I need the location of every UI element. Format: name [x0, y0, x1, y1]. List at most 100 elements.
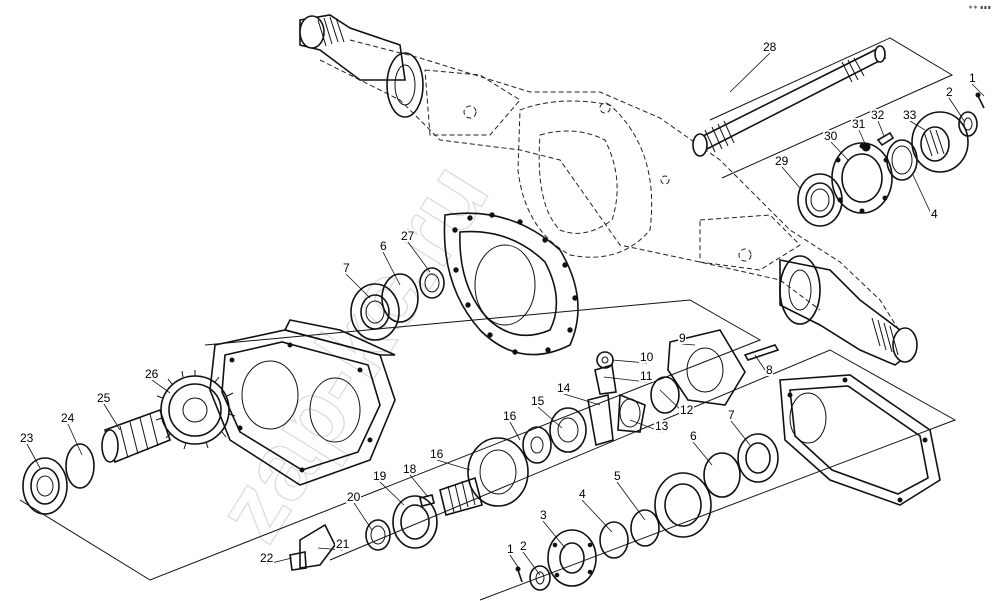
callout-label-c9: 9	[679, 331, 686, 345]
callout-label-c22: 22	[260, 551, 274, 565]
callout-bg-c32	[870, 109, 885, 121]
callout-label-c13: 13	[655, 419, 669, 433]
callout-leader-c33	[909, 120, 926, 131]
callout-label-c28: 28	[763, 40, 777, 54]
callout-label-c33: 33	[903, 108, 917, 122]
callout-bg-c6a	[379, 240, 387, 252]
callout-bg-c1a	[968, 72, 976, 84]
callout-bg-c18	[402, 463, 417, 475]
callout-bg-c1b	[506, 543, 514, 555]
callout-label-c2b: 2	[520, 539, 527, 553]
callout-bg-c16b	[429, 448, 444, 460]
callout-label-c24: 24	[61, 411, 75, 425]
callout-label-c3: 3	[540, 508, 547, 522]
callout-leader-c30	[830, 141, 849, 161]
callout-label-c29: 29	[775, 154, 789, 168]
callout-bg-c7a	[342, 262, 350, 274]
callout-leader-c6a	[382, 251, 401, 286]
callout-label-c11: 11	[640, 369, 653, 383]
callout-bg-c2a	[945, 86, 953, 98]
callout-leader-c23	[26, 443, 41, 469]
carrier-cover	[350, 212, 579, 356]
callout-leader-c1b	[509, 554, 521, 571]
callout-leader-c6b	[692, 441, 713, 466]
callout-label-c16a: 16	[503, 409, 517, 423]
callout-bg-c2b	[519, 540, 527, 552]
callout-bg-c29	[774, 155, 789, 167]
callout-label-c18: 18	[403, 462, 417, 476]
callout-bg-c15	[530, 395, 545, 407]
callout-label-c5: 5	[614, 469, 621, 483]
callout-label-c10: 10	[640, 350, 654, 364]
callout-label-c6b: 6	[690, 429, 697, 443]
differential-parts	[289, 329, 780, 571]
axle-housing	[299, 14, 918, 366]
callout-label-c12: 12	[680, 403, 694, 417]
group-frames	[19, 37, 957, 601]
right-cover-group	[515, 374, 941, 591]
callout-leader-c25	[103, 403, 121, 431]
callout-leader-c20	[353, 502, 373, 531]
callout-label-c7a: 7	[343, 261, 350, 275]
callout-label-c26: 26	[145, 367, 159, 381]
callout-leader-c27	[407, 241, 431, 273]
callout-leader-c19	[379, 481, 405, 506]
callout-leader-c31	[858, 129, 867, 147]
corner-mark: ∗∗ ∎∎∎	[968, 5, 991, 11]
callout-leader-c29	[781, 166, 801, 189]
callout-label-c7b: 7	[728, 408, 735, 422]
callout-leader-c28	[729, 52, 771, 93]
callout-label-c14: 14	[557, 381, 571, 395]
callout-leader-c15	[537, 406, 563, 429]
callout-bg-c20	[346, 491, 361, 503]
callout-label-c15: 15	[531, 394, 545, 408]
callout-label-c4a: 4	[931, 207, 938, 221]
callout-label-c1b: 1	[507, 542, 514, 556]
callout-label-c30: 30	[824, 129, 838, 143]
callout-label-c23: 23	[20, 431, 34, 445]
callout-bg-c4a	[930, 208, 938, 220]
callout-bg-c25	[96, 392, 111, 404]
callout-bg-c9	[678, 332, 686, 344]
callout-bg-c23	[19, 432, 34, 444]
callout-bg-c31	[851, 118, 866, 130]
callout-bg-c26	[144, 368, 159, 380]
callout-bg-c16a	[502, 410, 517, 422]
callout-bg-c19	[372, 470, 387, 482]
callout-leader-c7b	[730, 420, 751, 446]
callout-bg-c14	[556, 382, 571, 394]
callout-leader-c9	[681, 343, 696, 346]
callout-leader-c18	[409, 474, 429, 498]
callout-leader-c16b	[436, 459, 471, 471]
callout-bg-c12	[679, 404, 694, 416]
callout-label-c1a: 1	[969, 71, 976, 85]
callout-leader-c4b	[581, 499, 613, 533]
callout-leader-c14	[563, 393, 601, 406]
callout-leader-c5	[616, 481, 646, 521]
callout-bg-c8	[765, 364, 773, 376]
callout-label-c19: 19	[373, 469, 387, 483]
axle-shaft-part-28	[692, 45, 887, 157]
callout-leader-c2b	[522, 551, 541, 576]
callout-bg-c11	[639, 370, 654, 382]
callout-leader-c1a	[971, 83, 985, 97]
callout-bg-c28	[762, 41, 777, 53]
callout-label-c25: 25	[97, 391, 111, 405]
callout-bg-c7b	[727, 409, 735, 421]
callout-bg-c4b	[578, 488, 586, 500]
callout-bg-c22	[259, 552, 274, 564]
callout-bg-c24	[60, 412, 75, 424]
callout-label-c20: 20	[347, 490, 361, 504]
callout-label-c4b: 4	[579, 487, 586, 501]
callout-label-c21: 21	[336, 537, 350, 551]
callout-label-c32: 32	[871, 108, 885, 122]
callout-bg-c5	[613, 470, 621, 482]
callout-label-c6a: 6	[380, 239, 387, 253]
callout-bg-c33	[902, 109, 917, 121]
callout-bg-c10	[639, 351, 654, 363]
callout-label-c8: 8	[766, 363, 773, 377]
callout-bg-c21	[335, 538, 350, 550]
callout-label-c27: 27	[401, 229, 415, 243]
